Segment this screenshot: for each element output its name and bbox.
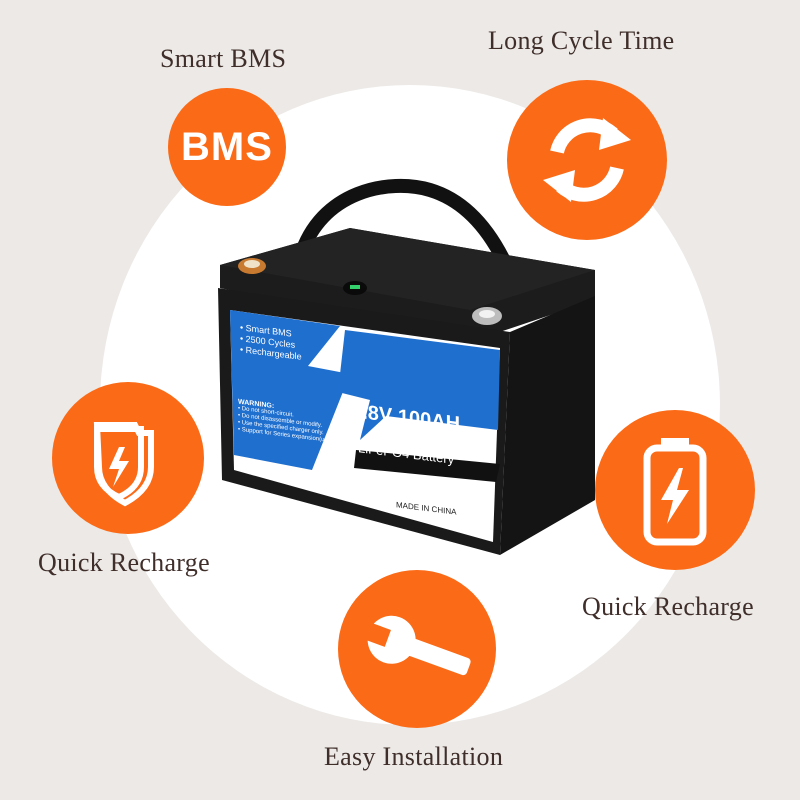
wrench-badge xyxy=(338,570,496,728)
refresh-cycle-icon xyxy=(543,118,631,202)
easy-installation-label: Easy Installation xyxy=(324,742,504,771)
cycle-badge xyxy=(507,80,667,240)
quick-recharge-left-label: Quick Recharge xyxy=(38,548,210,577)
battery-product: • Smart BMS • 2500 Cycles • Rechargeable… xyxy=(200,170,620,570)
quick-recharge-right-label: Quick Recharge xyxy=(582,592,754,621)
bms-text-icon: BMS xyxy=(181,124,273,169)
long-cycle-label: Long Cycle Time xyxy=(488,26,675,55)
smart-bms-label: Smart BMS xyxy=(160,44,287,73)
battery-badge xyxy=(595,410,755,570)
shield-badge xyxy=(52,382,204,534)
wrench-icon xyxy=(362,615,471,676)
battery-illustration xyxy=(218,178,595,555)
battery-charging-icon xyxy=(643,438,707,546)
shield-lightning-icon xyxy=(93,422,154,507)
bms-badge: BMS xyxy=(168,88,286,206)
